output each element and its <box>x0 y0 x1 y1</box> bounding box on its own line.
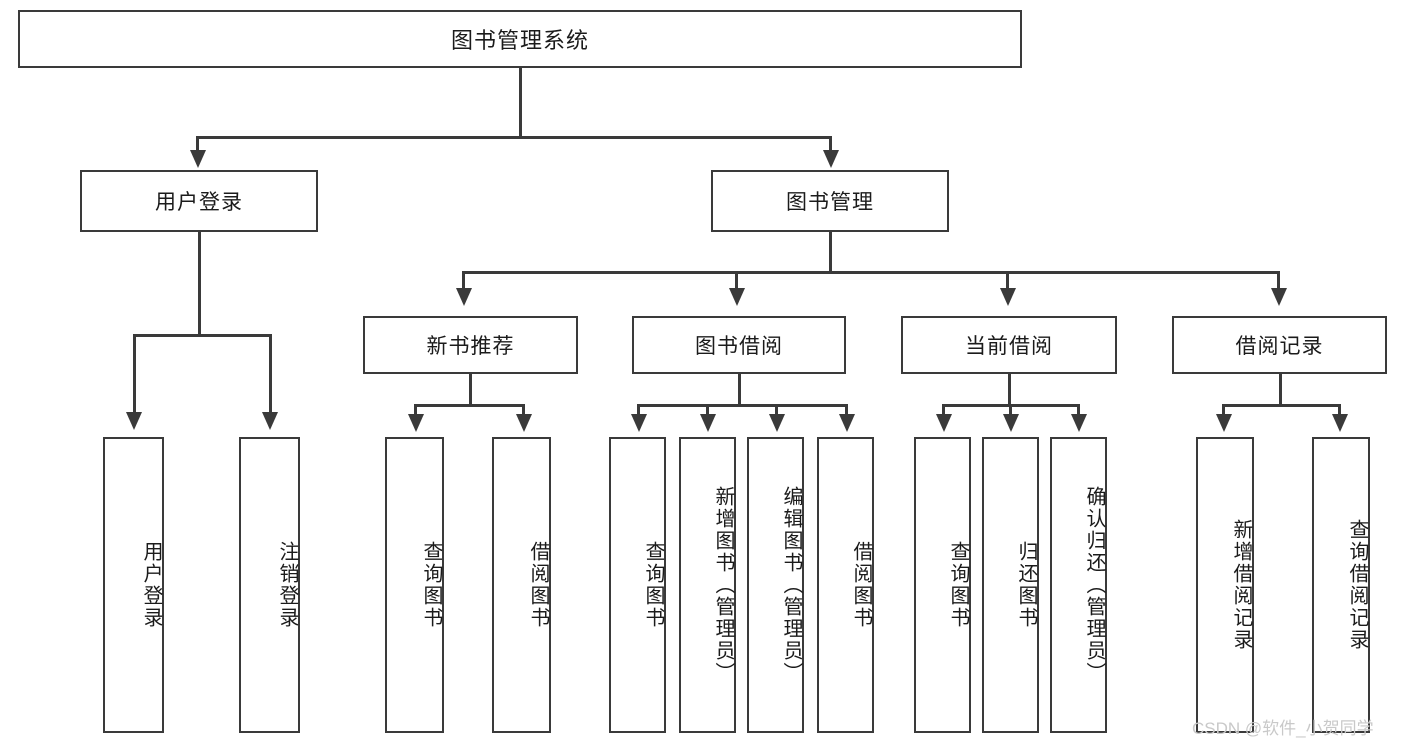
edge-br-bar <box>1222 404 1341 407</box>
edge-user-login-bar <box>133 334 271 337</box>
edge-br-drop-2 <box>1338 404 1341 420</box>
arrow-bb-leaf-3 <box>769 414 785 432</box>
node-root-system[interactable]: 图书管理系统 <box>18 10 1022 68</box>
node-label: 查询图书 <box>642 541 664 629</box>
edge-cb-drop-1 <box>942 404 945 420</box>
leaf-new-book-recommend-1[interactable]: 查询图书 <box>385 437 444 733</box>
node-label: 归还图书 <box>1015 541 1037 629</box>
node-label: 新增借阅记录 <box>1230 519 1252 651</box>
edge-bb-stem <box>738 374 741 406</box>
arrow-bb-leaf-1 <box>631 414 647 432</box>
arrow-cb-leaf-3 <box>1071 414 1087 432</box>
node-current-borrow[interactable]: 当前借阅 <box>901 316 1117 374</box>
arrow-bb-leaf-4 <box>839 414 855 432</box>
edge-book-management-bar <box>462 271 1280 274</box>
leaf-book-borrow-2[interactable]: 新增图书（管理员） <box>679 437 736 733</box>
node-borrow-record[interactable]: 借阅记录 <box>1172 316 1387 374</box>
arrow-root-to-book-manage <box>823 150 839 168</box>
node-label: 注销登录 <box>276 541 298 629</box>
arrow-root-to-user-login <box>190 150 206 168</box>
leaf-book-borrow-4[interactable]: 借阅图书 <box>817 437 874 733</box>
edge-root-stem <box>519 68 522 138</box>
arrow-bm-to-current-borrow <box>1000 288 1016 306</box>
edge-bb-drop-4 <box>845 404 848 420</box>
edge-nbr-stem <box>469 374 472 406</box>
edge-root-to-book-manage <box>829 136 832 158</box>
leaf-current-borrow-3[interactable]: 确认归还（管理员） <box>1050 437 1107 733</box>
edge-nbr-bar <box>414 404 525 407</box>
arrow-user-login-leaf-1 <box>126 412 142 430</box>
arrow-br-leaf-2 <box>1332 414 1348 432</box>
leaf-book-borrow-1[interactable]: 查询图书 <box>609 437 666 733</box>
edge-cb-drop-3 <box>1077 404 1080 420</box>
node-label: 借阅记录 <box>1235 335 1324 358</box>
edge-cb-drop-2 <box>1009 404 1012 420</box>
arrow-nbr-leaf-1 <box>408 414 424 432</box>
node-label: 图书管理 <box>786 191 874 214</box>
edge-user-login-drop-2 <box>269 334 272 420</box>
node-label: 用户登录 <box>140 541 162 629</box>
watermark-text: CSDN @软件_小贺同学 <box>1192 719 1374 738</box>
edge-bb-bar <box>637 404 848 407</box>
node-label: 图书借阅 <box>695 335 783 358</box>
edge-bm-drop-3 <box>1006 271 1009 295</box>
arrow-bb-leaf-2 <box>700 414 716 432</box>
node-label: 新增图书（管理员） <box>712 486 734 684</box>
edge-bb-drop-3 <box>775 404 778 420</box>
arrow-br-leaf-1 <box>1216 414 1232 432</box>
node-label: 图书管理系统 <box>450 28 589 53</box>
node-label: 用户登录 <box>155 191 243 214</box>
leaf-borrow-record-2[interactable]: 查询借阅记录 <box>1312 437 1370 733</box>
node-user-login[interactable]: 用户登录 <box>80 170 318 232</box>
arrow-bm-to-new-book <box>456 288 472 306</box>
node-label: 编辑图书（管理员） <box>780 486 802 684</box>
edge-bb-drop-2 <box>706 404 709 420</box>
edge-nbr-drop-1 <box>414 404 417 420</box>
edge-bm-drop-4 <box>1277 271 1280 295</box>
arrow-cb-leaf-1 <box>936 414 952 432</box>
node-book-management[interactable]: 图书管理 <box>711 170 949 232</box>
arrow-cb-leaf-2 <box>1003 414 1019 432</box>
leaf-new-book-recommend-2[interactable]: 借阅图书 <box>492 437 551 733</box>
edge-br-drop-1 <box>1222 404 1225 420</box>
edge-nbr-drop-2 <box>522 404 525 420</box>
edge-bm-drop-1 <box>462 271 465 295</box>
node-label: 借阅图书 <box>850 541 872 629</box>
leaf-current-borrow-2[interactable]: 归还图书 <box>982 437 1039 733</box>
edge-bb-drop-1 <box>637 404 640 420</box>
node-label: 当前借阅 <box>965 335 1053 358</box>
node-label: 新书推荐 <box>426 335 515 358</box>
arrow-bm-to-book-borrow <box>729 288 745 306</box>
edge-user-login-drop-1 <box>133 334 136 420</box>
leaf-user-login-1[interactable]: 用户登录 <box>103 437 164 733</box>
edge-book-management-stem <box>829 232 832 274</box>
edge-root-bar <box>196 136 832 139</box>
leaf-book-borrow-3[interactable]: 编辑图书（管理员） <box>747 437 804 733</box>
node-label: 查询图书 <box>947 541 969 629</box>
node-label: 查询图书 <box>420 541 442 629</box>
leaf-user-login-2[interactable]: 注销登录 <box>239 437 300 733</box>
node-label: 确认归还（管理员） <box>1083 486 1105 684</box>
edge-br-stem <box>1279 374 1282 406</box>
node-new-book-recommend[interactable]: 新书推荐 <box>363 316 578 374</box>
leaf-borrow-record-1[interactable]: 新增借阅记录 <box>1196 437 1254 733</box>
leaf-current-borrow-1[interactable]: 查询图书 <box>914 437 971 733</box>
edge-user-login-stem <box>198 232 201 336</box>
arrow-nbr-leaf-2 <box>516 414 532 432</box>
node-book-borrow[interactable]: 图书借阅 <box>632 316 846 374</box>
edge-bm-drop-2 <box>735 271 738 295</box>
arrow-user-login-leaf-2 <box>262 412 278 430</box>
arrow-bm-to-borrow-record <box>1271 288 1287 306</box>
edge-cb-stem <box>1008 374 1011 406</box>
node-label: 查询借阅记录 <box>1346 519 1368 651</box>
edge-root-to-user-login <box>196 136 199 158</box>
node-label: 借阅图书 <box>527 541 549 629</box>
